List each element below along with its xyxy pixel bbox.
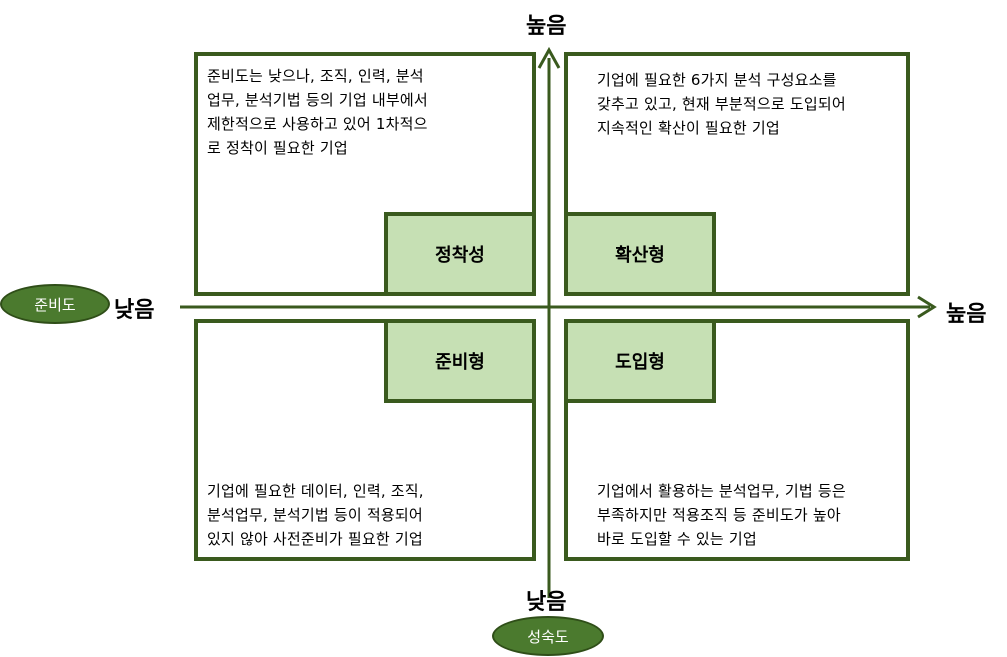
x-axis-right-label: 높음 [946,302,987,327]
tag-introduction: 도입형 [564,319,716,403]
quadrant-top-left-text: 준비도는 낮으나, 조직, 인력, 분석 업무, 분석기법 등의 기업 내부에서… [207,67,428,157]
quadrant-bottom-right-text: 기업에서 활용하는 분석업무, 기법 등은 부족하지만 적용조직 등 준비도가 … [597,482,846,548]
y-axis-top-label: 높음 [526,14,567,39]
x-axis-arrowhead [917,295,937,319]
y-axis-arrowhead [537,46,561,69]
tag-diffusion: 확산형 [564,212,716,296]
tag-preparation: 준비형 [384,319,536,403]
y-axis-name-badge: 성숙도 [492,616,604,656]
x-axis-left-label: 낮음 [114,298,155,323]
quadrant-top-right-text: 기업에 필요한 6가지 분석 구성요소를 갖추고 있고, 현재 부분적으로 도입… [597,71,846,137]
y-axis-bottom-label: 낮음 [526,590,567,615]
quadrant-bottom-right [564,319,910,561]
quadrant-bottom-left-text: 기업에 필요한 데이터, 인력, 조직, 분석업무, 분석기법 등이 적용되어 … [207,482,424,548]
x-axis-name-badge: 준비도 [0,284,110,324]
tag-settlement: 정착성 [384,212,536,296]
